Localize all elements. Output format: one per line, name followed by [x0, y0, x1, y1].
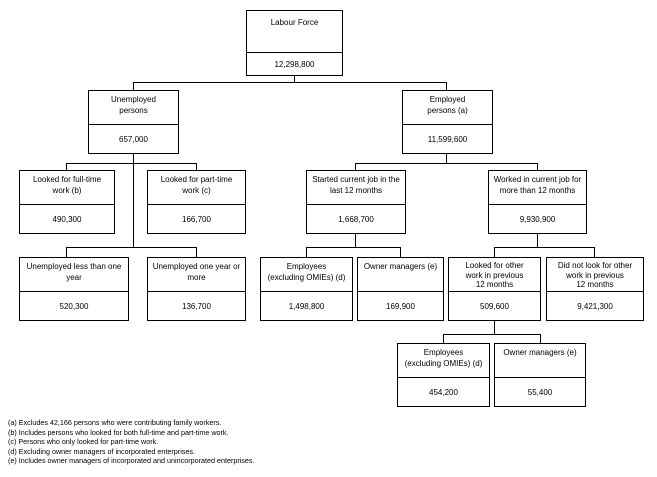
- node-label: Employed persons (a): [427, 95, 468, 115]
- node-value: 1,668,700: [307, 204, 405, 233]
- footnotes: (a) Excludes 42,166 persons who were con…: [8, 418, 255, 466]
- node-label: Worked in current job for more than 12 m…: [493, 175, 582, 195]
- node-value: 136,700: [148, 291, 245, 320]
- node-label: Did not look for other work in previous …: [557, 261, 633, 289]
- node-value: 9,930,900: [489, 204, 586, 233]
- footnote: (b) Includes persons who looked for both…: [8, 427, 229, 437]
- node-value: 657,000: [89, 124, 178, 153]
- node-value: 169,900: [358, 291, 443, 320]
- node-looked-part-time: Looked for part-time work (c) 166,700: [147, 170, 246, 234]
- footnote: (d) Excluding owner managers of incorpor…: [8, 446, 195, 456]
- node-label: Labour Force: [270, 18, 319, 27]
- node-value: 1,498,800: [261, 291, 352, 320]
- footnote: (a) Excludes 42,166 persons who were con…: [8, 418, 222, 427]
- node-unemployed-less-than-one-year: Unemployed less than one year 520,300: [19, 257, 129, 321]
- node-value: 12,298,800: [247, 52, 342, 75]
- node-value: 55,400: [495, 377, 585, 406]
- node-did-not-look-for-other-work: Did not look for other work in previous …: [546, 257, 644, 321]
- node-label: Looked for part-time work (c): [160, 175, 233, 195]
- node-label: Unemployed persons: [111, 95, 156, 115]
- node-label: Unemployed one year or more: [152, 262, 241, 282]
- node-value: 490,300: [20, 204, 114, 233]
- node-unemployed-persons: Unemployed persons 657,000: [88, 90, 179, 154]
- node-looked-for-other-work: Looked for other work in previous 12 mon…: [448, 257, 541, 321]
- node-value: 509,600: [449, 291, 540, 320]
- node-value: 520,300: [20, 291, 128, 320]
- node-label: Started current job in the last 12 month…: [312, 175, 400, 195]
- node-label: Owner managers (e): [363, 262, 438, 271]
- node-label: Owner managers (e): [503, 348, 577, 357]
- node-label: Unemployed less than one year: [26, 262, 122, 282]
- footnote: (e) Includes owner managers of incorpora…: [8, 456, 255, 465]
- footnote: (c) Persons who only looked for part-tim…: [8, 437, 159, 446]
- node-looked-full-time: Looked for full-time work (b) 490,300: [19, 170, 115, 234]
- node-employees-excluding-omies-2: Employees (excluding OMIEs) (d) 454,200: [397, 343, 490, 407]
- node-owner-managers-1: Owner managers (e) 169,900: [357, 257, 444, 321]
- node-employed-persons: Employed persons (a) 11,599,600: [402, 90, 493, 154]
- node-unemployed-one-year-or-more: Unemployed one year or more 136,700: [147, 257, 246, 321]
- node-started-current-job: Started current job in the last 12 month…: [306, 170, 406, 234]
- node-label: Looked for full-time work (b): [32, 175, 102, 195]
- node-value: 166,700: [148, 204, 245, 233]
- node-value: 454,200: [398, 377, 489, 406]
- node-value: 9,421,300: [547, 291, 643, 320]
- node-owner-managers-2: Owner managers (e) 55,400: [494, 343, 586, 407]
- node-label: Looked for other work in previous 12 mon…: [465, 261, 524, 289]
- node-label: Employees (excluding OMIEs) (d): [404, 348, 483, 368]
- node-employees-excluding-omies-1: Employees (excluding OMIEs) (d) 1,498,80…: [260, 257, 353, 321]
- node-value: 11,599,600: [403, 124, 492, 153]
- node-labour-force: Labour Force 12,298,800: [246, 10, 343, 76]
- node-label: Employees (excluding OMIEs) (d): [267, 262, 346, 282]
- node-worked-current-job: Worked in current job for more than 12 m…: [488, 170, 587, 234]
